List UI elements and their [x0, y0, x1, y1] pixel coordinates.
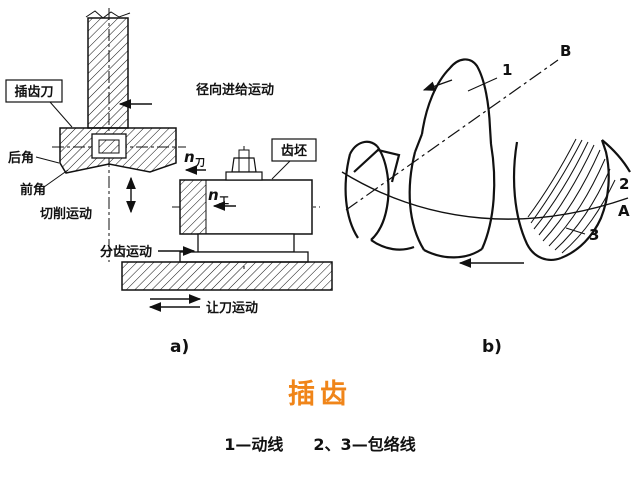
cutter-tooth-profile — [420, 58, 493, 145]
work-speed-subscript: 工 — [219, 196, 229, 207]
point-b-label: B — [560, 42, 571, 60]
rake-angle-leader — [43, 169, 69, 188]
back-angle-leader — [35, 156, 60, 164]
generating-line — [345, 59, 559, 211]
cutter-label: 插齿刀 — [14, 84, 53, 100]
envelope-hatching — [527, 138, 616, 254]
back-angle-label: 后角 — [8, 150, 34, 166]
machine-table — [121, 261, 333, 291]
work-speed-symbol: n — [208, 186, 219, 204]
gear-blank-label: 齿坯 — [281, 143, 307, 159]
cutting-motion-label: 切削运动 — [40, 206, 92, 222]
cutter-label-box — [5, 79, 63, 103]
figure-caption: 1—动线 2、3—包络线 — [0, 431, 640, 455]
shaper-cutter-diagram: 插齿刀 后角 前角 切削运动 径向进给运动 n 刀 齿坯 n 工 分齿运动 让刀… — [5, 8, 333, 357]
rake-angle-label: 前角 — [20, 182, 46, 198]
subfigure-a-label: a) — [170, 337, 189, 357]
figure-title: 插齿 — [288, 379, 352, 410]
cutter-spindle — [87, 17, 129, 129]
blank-leader — [271, 160, 291, 180]
cutter-leader — [49, 101, 73, 128]
indexing-motion-label: 分齿运动 — [100, 244, 152, 260]
work-fixture — [197, 233, 295, 253]
curve-2-label: 2 — [619, 175, 629, 193]
pitch-arc — [341, 171, 629, 220]
curve-1-label: 1 — [502, 61, 512, 79]
clamp-bolt — [225, 149, 263, 181]
caption-legend-1: 1—动线 — [224, 435, 284, 454]
curve-3-label: 3 — [589, 226, 599, 244]
gear-tooth-middle — [408, 143, 496, 259]
cutter-tooth-tail — [413, 133, 424, 153]
cutter-direction-arrow — [422, 79, 453, 91]
cutter-key — [98, 139, 120, 154]
blank-label-box — [271, 138, 317, 162]
curve-3-leader — [565, 227, 586, 235]
gear-tooth-left — [344, 140, 415, 251]
caption-legend-2: 2、3—包络线 — [313, 435, 416, 454]
curve-1-leader — [467, 77, 498, 92]
shaft-break-line — [85, 10, 131, 19]
fixture-base-plate — [179, 251, 309, 263]
gear-blank-section — [179, 179, 207, 235]
relief-motion-label: 让刀运动 — [206, 300, 258, 316]
tooth-envelope-diagram: 1 2 3 A B b) — [341, 42, 631, 357]
cutter-previous-position — [353, 148, 401, 183]
point-a-label: A — [618, 202, 630, 220]
cutter-speed-subscript: 刀 — [195, 158, 205, 169]
subfigure-b-label: b) — [482, 337, 502, 357]
gear-tooth-right — [512, 139, 631, 261]
cutter-speed-symbol: n — [184, 148, 195, 166]
radial-feed-label: 径向进给运动 — [196, 82, 274, 98]
